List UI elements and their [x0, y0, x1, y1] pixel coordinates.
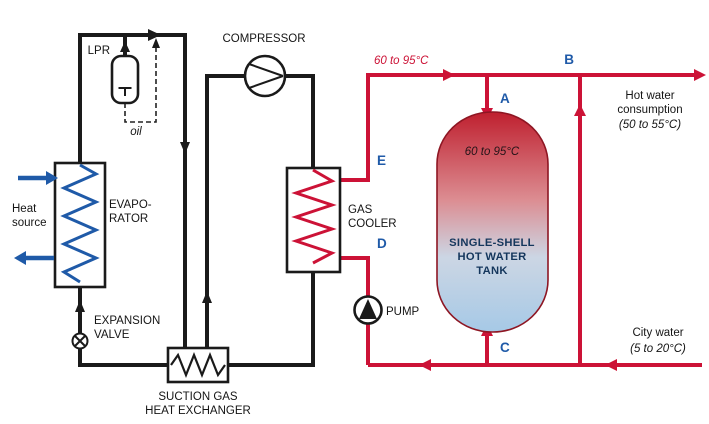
pipe-gas-cooler-outlet-hot: [340, 73, 702, 182]
gas-cooler-label-2: COOLER: [348, 218, 397, 230]
pipe-gas-cooler-to-suction-hx: [228, 272, 315, 367]
city-flow-arrow-left: [419, 359, 431, 371]
pipe-suction-hx-to-expansion-valve: [78, 287, 168, 367]
point-d: D: [377, 236, 387, 251]
hot-water-label-2: consumption: [617, 104, 682, 116]
oil-flow-arrow: [152, 38, 160, 48]
pump: PUMP: [353, 295, 420, 325]
evaporator-label-2: RATOR: [109, 213, 148, 225]
gas-cooler-label-1: GAS: [348, 204, 373, 216]
point-c: C: [500, 340, 510, 355]
hot-flow-arrow-out: [694, 69, 706, 81]
compressor-label: COMPRESSOR: [222, 33, 305, 45]
flow-arrow-up-compressor: [202, 291, 212, 303]
hot-water-temp: (50 to 55°C): [619, 119, 681, 131]
riser-up-arrow: [574, 104, 586, 116]
pipe-compressor-to-gas-cooler: [284, 74, 315, 168]
compressor-symbol-line-2: [248, 75, 284, 89]
flow-arrow-down-suction: [180, 142, 190, 154]
heat-source-label-1: Heat: [12, 203, 37, 215]
gas-cooler: GAS COOLER: [285, 166, 397, 274]
tank-shell: [436, 111, 549, 333]
suction-gas-heat-exchanger: SUCTION GAS HEAT EXCHANGER: [145, 346, 251, 417]
pump-impeller-triangle: [359, 299, 377, 319]
point-e: E: [377, 153, 386, 168]
heat-source: Heat source: [12, 171, 58, 265]
pump-label: PUMP: [386, 306, 420, 318]
expansion-valve: EXPANSION VALVE: [71, 315, 160, 350]
heat-in-arrow: [46, 171, 58, 185]
tank-name-1: SINGLE-SHELL: [449, 237, 535, 249]
suction-hx-label-1: SUCTION GAS: [158, 391, 238, 403]
heat-source-label-2: source: [12, 217, 47, 229]
heat-out-arrow: [14, 251, 26, 265]
city-water-temp: (5 to 20°C): [630, 343, 686, 355]
pipe-suction-hx-to-compressor: [205, 74, 246, 348]
supply-temperature: 60 to 95°C: [374, 55, 429, 67]
tank-name-2: HOT WATER: [458, 251, 527, 263]
suction-hx-coil: [170, 352, 226, 378]
point-a: A: [500, 91, 510, 106]
evaporator-coil: [60, 163, 100, 284]
point-b: B: [564, 52, 574, 67]
flow-arrow-lpr: [120, 41, 130, 52]
tank-name-3: TANK: [476, 265, 507, 277]
flow-arrow-up-evaporator: [75, 300, 85, 312]
evaporator: EVAPO- RATOR: [53, 161, 152, 289]
expansion-valve-cross-2: [73, 334, 87, 348]
city-water-label: City water: [632, 327, 683, 339]
lpr-receiver: LPR: [88, 45, 140, 105]
oil-return-line: oil: [124, 38, 160, 138]
pipe-pump-to-gas-cooler: [340, 256, 370, 297]
hot-flow-arrow-mid: [443, 69, 455, 81]
hot-water-label-1: Hot water: [625, 90, 674, 102]
evaporator-label-1: EVAPO-: [109, 199, 152, 211]
water-pipes: [340, 69, 706, 371]
refrigerant-pipes: [75, 29, 315, 367]
pipe-evaporator-to-suction-hx: [78, 33, 187, 348]
compressor-body: [243, 54, 287, 98]
gas-cooler-coil: [291, 168, 337, 265]
flow-arrow-top: [148, 29, 161, 41]
annotations: 60 to 95°C Hot water consumption (50 to …: [374, 55, 686, 355]
tank-temperature: 60 to 95°C: [465, 146, 520, 158]
hot-water-tank: 60 to 95°C SINGLE-SHELL HOT WATER TANK: [436, 111, 549, 333]
compressor-symbol-line-1: [248, 63, 284, 77]
city-flow-arrow-right: [605, 359, 617, 371]
lpr-label: LPR: [88, 45, 110, 57]
oil-label: oil: [130, 126, 142, 138]
compressor: COMPRESSOR: [222, 33, 306, 98]
suction-hx-label-2: HEAT EXCHANGER: [145, 405, 251, 417]
lpr-vessel: [110, 54, 140, 105]
expansion-valve-label-1: EXPANSION: [94, 315, 160, 327]
expansion-valve-label-2: VALVE: [94, 329, 130, 341]
point-labels: A B C D E: [377, 52, 574, 355]
gas-cooler-body: [285, 166, 342, 274]
oil-dashed-pipe: [124, 44, 157, 123]
